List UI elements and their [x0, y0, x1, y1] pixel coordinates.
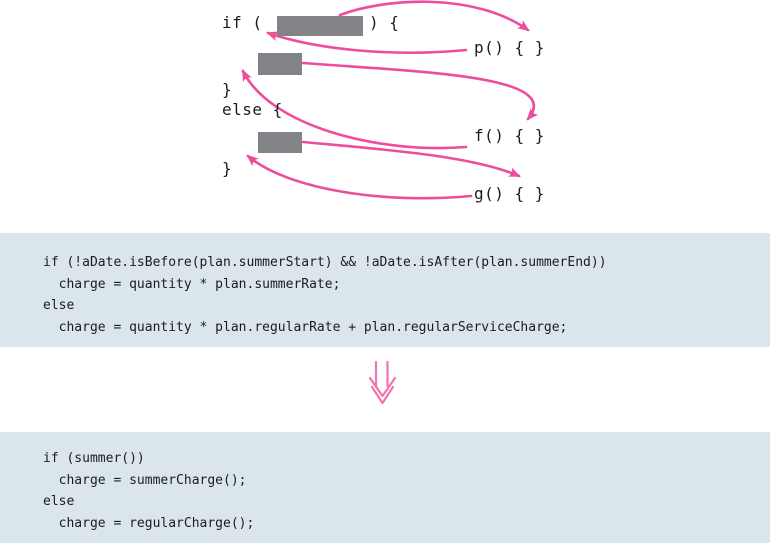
code-line: if (!aDate.isBefore(plan.summerStart) &&…	[43, 255, 607, 270]
arrow-else-body-to-g	[301, 140, 521, 178]
code-line: else	[43, 494, 75, 509]
sketch-cond-close: ) {	[369, 13, 400, 32]
sketch-if-open: if (	[222, 13, 263, 32]
code-line: if (summer())	[43, 451, 145, 466]
transform-arrow-icon	[368, 360, 397, 405]
condition-slot	[277, 16, 363, 36]
arrow-overlay	[241, 0, 539, 200]
code-sketch-diagram: if ( ) { } else { } p() { } f() { } g() …	[0, 0, 770, 232]
extracted-function-f: f() { }	[474, 126, 545, 145]
after-code-block: if (summer()) charge = summerCharge(); e…	[0, 432, 770, 543]
extracted-function-g: g() { }	[474, 184, 545, 203]
arrow-then-body-to-f	[301, 61, 539, 121]
code-line: charge = summerCharge();	[43, 472, 247, 488]
extracted-function-p: p() { }	[474, 38, 545, 57]
else-body-slot	[258, 132, 302, 153]
code-line: charge = regularCharge();	[43, 515, 255, 531]
code-line: charge = quantity * plan.regularRate + p…	[43, 319, 568, 335]
sketch-then-close: }	[222, 80, 233, 99]
then-body-slot	[258, 53, 302, 75]
sketch-else-close: }	[222, 159, 233, 178]
code-line: else	[43, 298, 75, 313]
sketch-else-open: else {	[222, 100, 283, 119]
code-line: charge = quantity * plan.summerRate;	[43, 276, 341, 292]
arrow-g-to-else-slot	[246, 154, 473, 200]
before-code-block: if (!aDate.isBefore(plan.summerStart) &&…	[0, 233, 770, 347]
